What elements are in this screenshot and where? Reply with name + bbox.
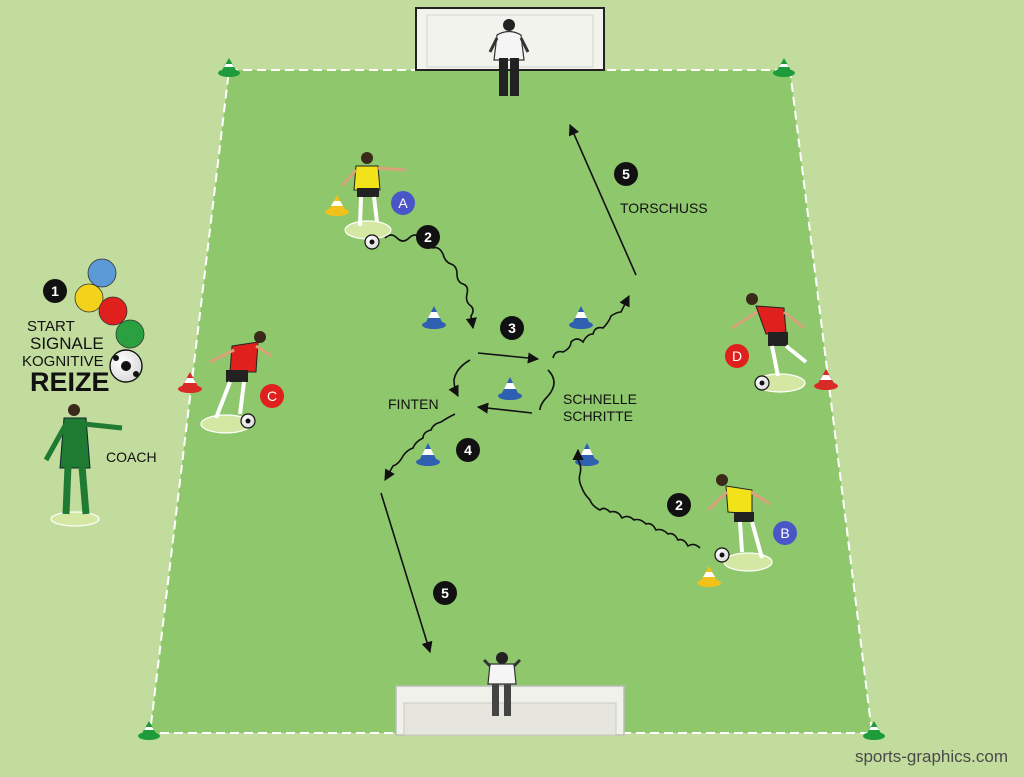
blue-cone xyxy=(498,377,522,400)
label-schnelle: SCHNELLE xyxy=(563,391,637,407)
svg-text:4: 4 xyxy=(464,442,472,458)
svg-text:C: C xyxy=(267,388,277,404)
blue-cone xyxy=(422,306,446,329)
start-cone-b xyxy=(697,566,721,587)
corner-cone-top-right xyxy=(773,58,795,77)
step-marker-5-bottom: 5 xyxy=(433,581,457,605)
player-a xyxy=(340,152,406,240)
svg-text:2: 2 xyxy=(675,497,683,513)
goalkeeper-bottom xyxy=(482,652,522,716)
label-torschuss: TORSCHUSS xyxy=(620,200,708,216)
pitch-boundary-line xyxy=(148,69,874,734)
ball xyxy=(109,349,143,383)
svg-text:5: 5 xyxy=(622,166,630,182)
player-label-a: A xyxy=(391,191,415,215)
shot-arrow-bottom xyxy=(380,492,433,654)
ball xyxy=(714,547,730,563)
player-label-c: C xyxy=(260,384,284,408)
player-label-d: D xyxy=(725,344,749,368)
movement-paths xyxy=(380,123,701,654)
step-marker-3: 3 xyxy=(500,316,524,340)
dribble-path-4 xyxy=(384,413,456,481)
player-b xyxy=(706,474,773,572)
return-arrow-4 xyxy=(476,402,533,414)
signal-circle-blue xyxy=(87,258,117,288)
signals-line-kognitive: KOGNITIVE xyxy=(22,353,104,370)
corner-cone-bottom-right xyxy=(863,721,885,740)
pitch xyxy=(150,70,872,733)
signals-line-signale: SIGNALE xyxy=(30,334,104,353)
step-marker-4: 4 xyxy=(456,438,480,462)
dribble-path-3 xyxy=(552,294,630,359)
svg-text:1: 1 xyxy=(51,283,59,299)
signals-legend: 1 START SIGNALE KOGNITIVE REIZE xyxy=(22,258,145,397)
pass-arrow-3 xyxy=(477,352,540,364)
signal-circle-green xyxy=(115,319,145,349)
coach-label: COACH xyxy=(106,449,157,465)
blue-cone xyxy=(569,306,593,329)
side-cone-right xyxy=(814,369,838,390)
svg-text:D: D xyxy=(732,348,742,364)
step-marker-2a: 2 xyxy=(416,225,440,249)
svg-text:A: A xyxy=(398,195,408,211)
svg-text:2: 2 xyxy=(424,229,432,245)
watermark: sports-graphics.com xyxy=(855,747,1008,766)
cut-arrow-left xyxy=(448,359,471,398)
side-cone-left xyxy=(178,372,202,393)
goalkeeper-top xyxy=(488,19,530,96)
ball xyxy=(754,375,770,391)
dribble-path-b xyxy=(572,448,701,549)
player-label-b: B xyxy=(773,521,797,545)
signal-circle-yellow xyxy=(74,283,104,313)
signals-line-start: START xyxy=(27,318,75,335)
step-marker-1: 1 xyxy=(43,279,67,303)
corner-cone-bottom-left xyxy=(138,721,160,740)
svg-text:B: B xyxy=(780,525,789,541)
player-c xyxy=(200,331,273,434)
dribble-path-a xyxy=(384,234,477,330)
step-marker-2b: 2 xyxy=(667,493,691,517)
ball xyxy=(364,234,380,250)
cut-arrow-right xyxy=(539,369,555,411)
label-finten: FINTEN xyxy=(388,396,439,412)
label-schritte: SCHRITTE xyxy=(563,408,633,424)
corner-cone-top-left xyxy=(218,58,240,77)
signal-circle-red xyxy=(98,296,128,326)
step-marker-5-top: 5 xyxy=(614,162,638,186)
coach-figure xyxy=(43,404,123,527)
signals-line-reize: REIZE xyxy=(30,367,110,397)
ball xyxy=(240,413,256,429)
svg-text:5: 5 xyxy=(441,585,449,601)
shot-arrow-top xyxy=(568,123,637,276)
svg-text:3: 3 xyxy=(508,320,516,336)
blue-cone xyxy=(416,443,440,466)
start-cone-a xyxy=(325,195,349,216)
